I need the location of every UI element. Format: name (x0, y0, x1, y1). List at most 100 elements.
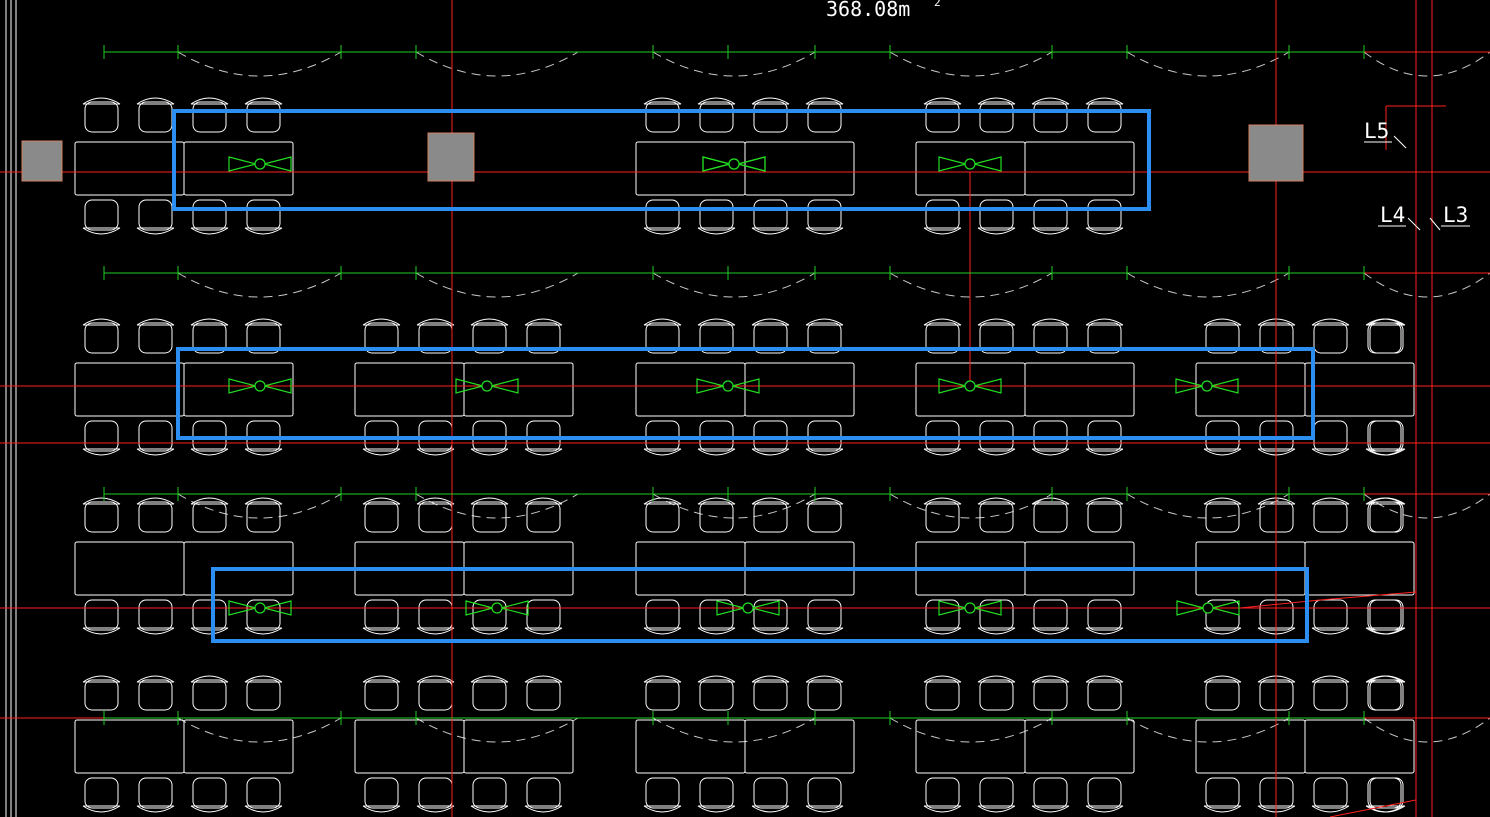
chair (697, 675, 736, 711)
door-arc (1363, 717, 1490, 743)
valve-symbol[interactable] (938, 156, 1002, 172)
chair (1085, 318, 1124, 354)
chair (977, 199, 1016, 235)
table-group (74, 362, 294, 417)
chair (977, 675, 1016, 711)
chair (643, 318, 682, 354)
chair (1085, 199, 1124, 235)
door-arc (1126, 717, 1290, 743)
chair (977, 97, 1016, 133)
table (1024, 362, 1135, 417)
selection-box[interactable] (176, 347, 1315, 440)
chair (82, 777, 121, 813)
pipe-bend (1329, 720, 1417, 817)
chair (82, 497, 121, 533)
chair (1311, 777, 1350, 813)
svg-text:L5: L5 (1364, 119, 1389, 143)
svg-text:L3: L3 (1443, 203, 1468, 227)
chair (697, 97, 736, 133)
left-border-lines (5, 0, 17, 817)
chair (805, 97, 844, 133)
table (1024, 141, 1135, 196)
column (1248, 124, 1304, 182)
chair (470, 318, 509, 354)
column-layer (21, 124, 1304, 182)
dimension-layer (103, 45, 1365, 725)
valve-symbol[interactable] (1176, 600, 1240, 616)
chair (923, 199, 962, 235)
chair (697, 199, 736, 235)
axis-label-l4: L4 (1378, 203, 1421, 231)
door-arc (1126, 493, 1290, 519)
chair (1085, 777, 1124, 813)
chair (697, 497, 736, 533)
valve-symbol[interactable] (938, 378, 1002, 394)
chair (1367, 777, 1406, 813)
dimension-line (103, 266, 1365, 280)
door-arc (177, 272, 342, 298)
door-arc (889, 51, 1053, 77)
chair (697, 318, 736, 354)
valve-symbol[interactable] (455, 378, 519, 394)
valve-symbol[interactable] (938, 600, 1002, 616)
chair (244, 97, 283, 133)
area-superscript: 2 (934, 0, 941, 9)
chair (697, 777, 736, 813)
chair (977, 497, 1016, 533)
table (183, 141, 294, 196)
selection-box[interactable] (172, 109, 1151, 211)
chair (977, 777, 1016, 813)
chair (643, 199, 682, 235)
chair (362, 599, 401, 635)
chair (82, 199, 121, 235)
chair (805, 318, 844, 354)
chair (751, 675, 790, 711)
area-label: 368.08m (826, 0, 910, 21)
valve-symbol[interactable] (228, 378, 292, 394)
chair (643, 675, 682, 711)
door-arc (889, 272, 1053, 298)
chair (805, 777, 844, 813)
chair (190, 675, 229, 711)
chair (1367, 497, 1406, 533)
door-arc (1126, 272, 1290, 298)
valve-symbol[interactable] (228, 600, 292, 616)
chair (362, 777, 401, 813)
chair (524, 675, 563, 711)
chair (82, 599, 121, 635)
valve-symbol[interactable] (716, 600, 780, 616)
chair (244, 599, 283, 635)
selection-box[interactable] (211, 567, 1309, 643)
chair (923, 675, 962, 711)
table (463, 719, 574, 774)
table (463, 362, 574, 417)
chair (923, 497, 962, 533)
door-arc (177, 717, 342, 743)
table (183, 719, 294, 774)
chair (805, 199, 844, 235)
chair (136, 199, 175, 235)
chair (805, 497, 844, 533)
chair (643, 777, 682, 813)
valve-symbol[interactable] (465, 600, 529, 616)
chair (244, 777, 283, 813)
chair (1367, 599, 1406, 635)
chair (977, 599, 1016, 635)
door-arc (889, 493, 1053, 519)
chair (977, 318, 1016, 354)
chair (470, 497, 509, 533)
chair (643, 97, 682, 133)
column (427, 132, 475, 182)
valve-layer[interactable] (228, 156, 1240, 616)
chair (524, 777, 563, 813)
dimension-line (103, 45, 1365, 59)
door-arc (415, 51, 579, 77)
selection-layer[interactable] (172, 109, 1315, 643)
valve-symbol[interactable] (1175, 378, 1239, 394)
valve-symbol[interactable] (696, 378, 760, 394)
valve-symbol[interactable] (228, 156, 292, 172)
valve-symbol[interactable] (702, 156, 766, 172)
chair (1031, 675, 1070, 711)
chair (136, 675, 175, 711)
